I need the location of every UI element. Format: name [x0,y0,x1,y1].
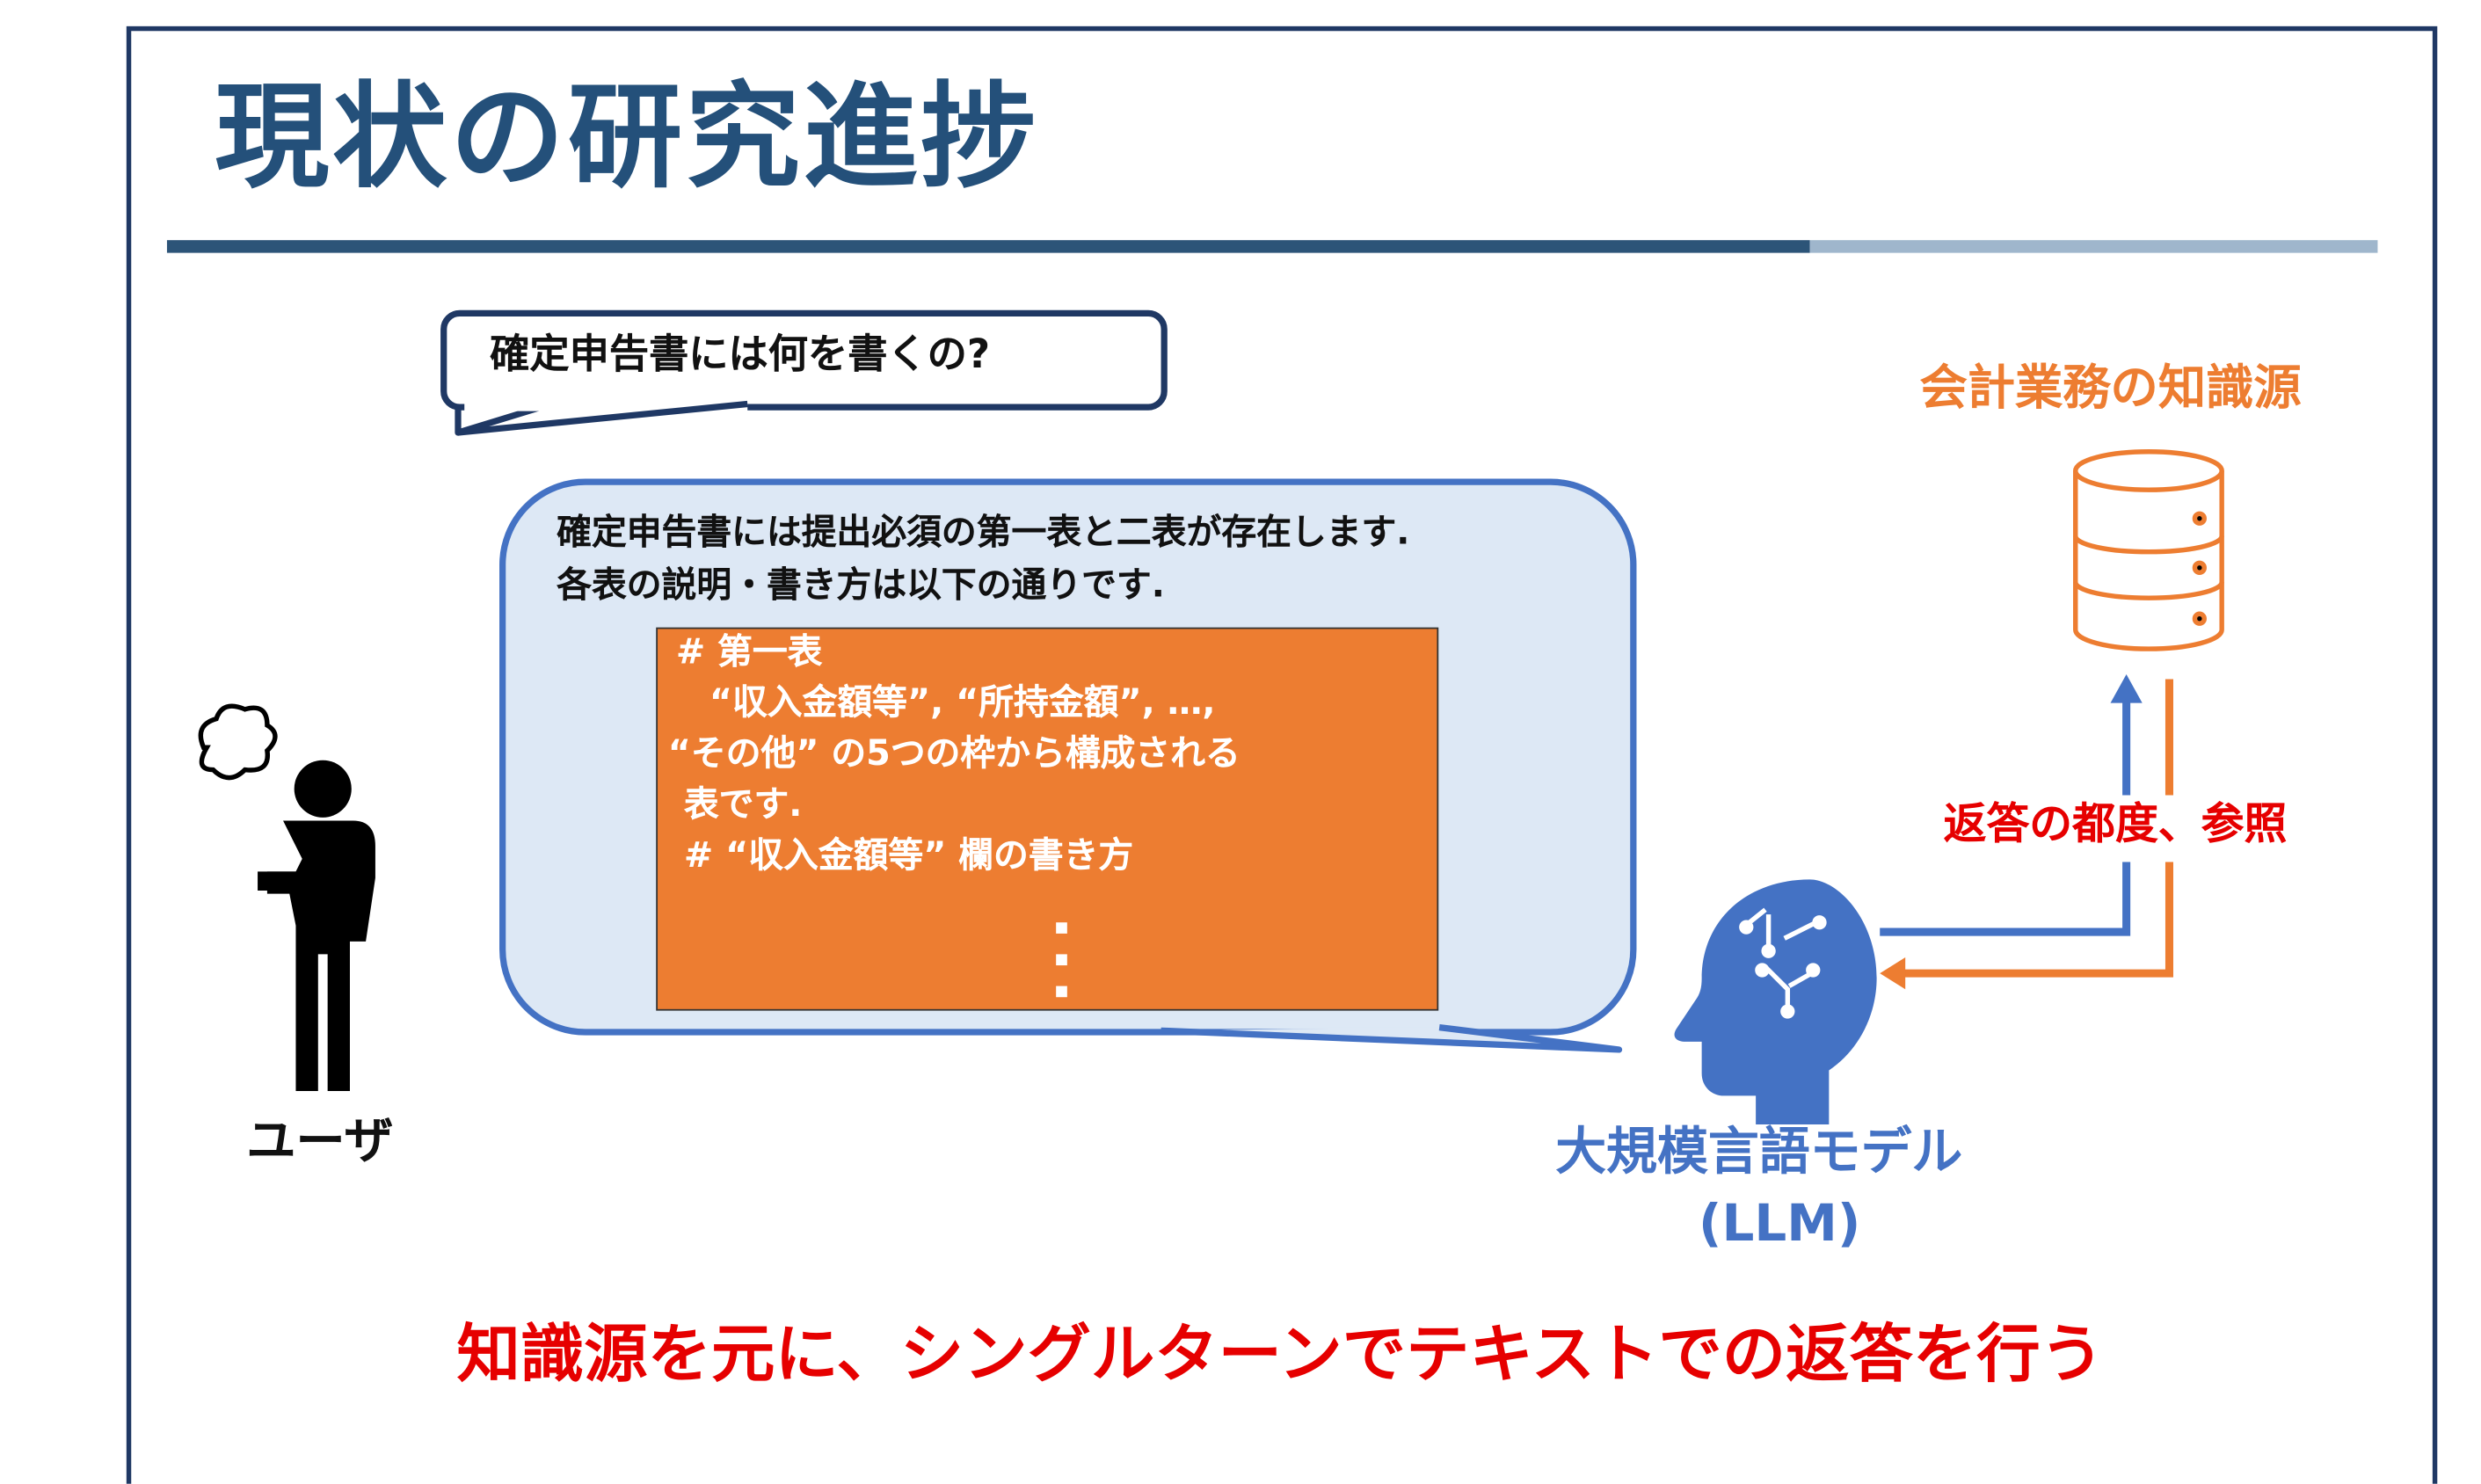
response-arrow [1880,679,2173,990]
title-underline-dark [166,240,1810,253]
excerpt-line: # 第一表 [675,632,823,673]
title-underline-light [1809,240,2378,253]
excerpt-line: “収入金額等”, “所持金額”, …, [709,683,1216,724]
knowledge-source-label: 会計業務の知識源 [1919,360,2302,417]
query-arrow [1880,674,2143,936]
llm-abbrev-label: (LLM) [1699,1192,1861,1254]
question-bubble [440,309,1168,436]
answer-line: 確定申告書には提出必須の第一表と二表が存在します. [557,513,1410,554]
ellipsis-dot [1056,986,1067,998]
user-label: ユーザ [246,1113,394,1171]
user-question: 確定申告書には何を書くの? [490,331,991,377]
reference-label: 返答の都度、参照 [1943,799,2288,850]
knowledge-excerpt-box [656,627,1439,1011]
excerpt-line: # “収入金額等” 欄の書き方 [683,836,1134,877]
excerpt-line: “その他” の5つの枠から構成される [667,734,1240,775]
summary-text: 知識源を元に、シングルターンでテキストでの返答を行う [456,1318,2104,1392]
page-title: 現状の研究進捗 [215,69,1039,204]
llm-head-icon [1674,879,1877,1124]
excerpt-line: 表です. [683,785,803,826]
confused-user-icon [198,703,375,1091]
ellipsis-dot [1056,922,1067,934]
answer-line: 各表の説明・書き方は以下の通りです. [557,566,1165,607]
slide-frame [126,25,2438,1484]
ellipsis-dot [1056,954,1067,966]
database-icon [2073,449,2224,651]
llm-label: 大規模言語モデル [1555,1121,1963,1182]
